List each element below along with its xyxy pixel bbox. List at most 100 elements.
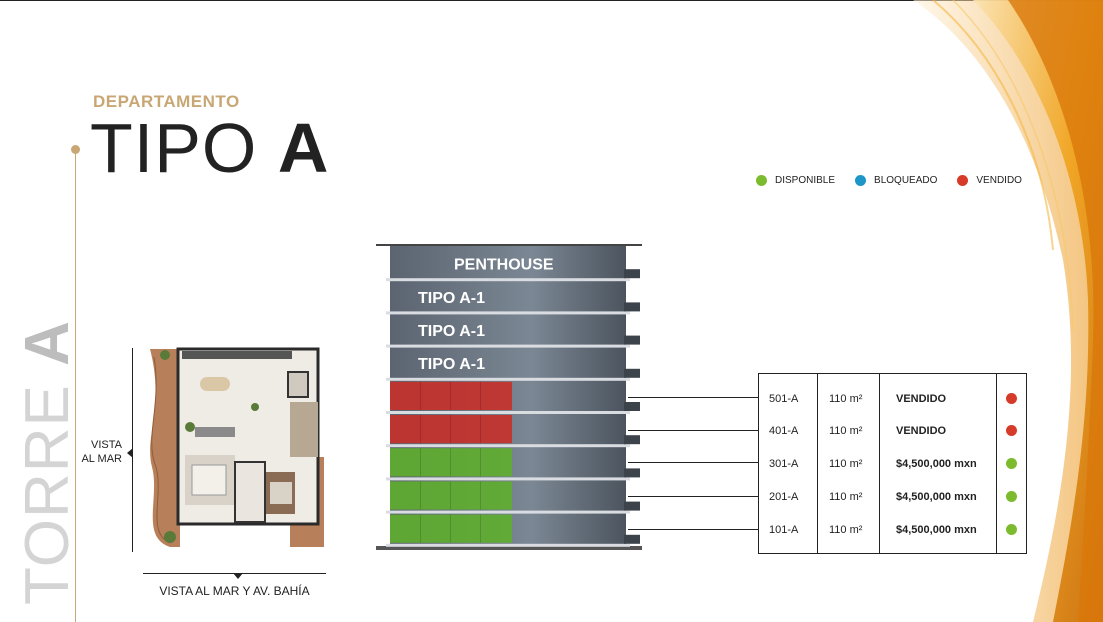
window-mullion [480,415,481,444]
leader-line-501 [628,397,758,398]
floor-label: TIPO A-1 [418,356,485,373]
unit-area: 110 m² [829,490,863,503]
floor-slab [386,377,630,381]
units-table: 501-A 110 m² VENDIDO 401-A 110 m² VENDID… [758,373,1027,554]
plan-bottom-view-label: VISTA AL MAR Y AV. BAHÍA [159,584,310,598]
balcony-railing [624,468,640,478]
window-mullion [420,448,421,477]
gold-dot-marker [71,145,80,154]
legend-dot-icon [855,175,867,186]
leader-line-401 [628,430,758,431]
floor-overlay-sold[interactable] [390,381,512,410]
view-side-line-2: AL MAR [81,453,122,465]
leader-line-101 [628,529,758,530]
title-light: TIPO [90,109,258,187]
view-side-line-1: VISTA [91,439,122,451]
arrow-left-icon [127,448,133,458]
window-mullion [450,381,451,410]
leader-line-301 [628,462,758,463]
floor-slab [386,311,630,315]
table-row: 401-A 110 m² VENDIDO [759,414,1026,447]
unit-number: 201-A [769,490,799,503]
status-dot-icon [1006,491,1017,502]
legend-label: DISPONIBLE [775,175,836,186]
tower-label-light: TORRE [13,384,82,605]
floor-label: PENTHOUSE [454,257,554,274]
table-row: 301-A 110 m² $4,500,000 mxn [759,447,1026,480]
window-mullion [480,448,481,477]
unit-price: VENDIDO [896,392,947,405]
window-mullion [450,415,451,444]
floor-overlay-available[interactable] [390,448,512,477]
floor-slab [386,278,630,282]
title-bold: A [277,109,330,187]
unit-price: $4,500,000 mxn [896,457,977,470]
table-row: 101-A 110 m² $4,500,000 mxn [759,513,1026,546]
window-mullion [480,481,481,510]
balcony-railing [624,402,640,411]
legend-item-available: DISPONIBLE [756,175,835,186]
window-mullion [480,381,481,410]
floor-overlay-available[interactable] [390,481,512,510]
window-mullion [420,481,421,510]
window-mullion [420,381,421,410]
window-mullion [480,514,481,543]
floor-label: TIPO A-1 [418,290,485,307]
status-dot-icon [1006,524,1017,535]
table-divider [879,374,880,553]
floor-slab [386,411,630,414]
page-title: TIPO A [90,108,329,188]
legend-item-blocked: BLOQUEADO [855,175,937,186]
balcony-railing [624,501,640,511]
gold-vertical-line [75,150,76,622]
tower-label-bold: A [13,320,82,366]
legend-dot-icon [756,175,767,186]
window-mullion [420,514,421,543]
floor-overlay-available[interactable] [390,514,512,543]
floor-overlay-sold[interactable] [390,415,512,444]
orange-ribbon-decoration [913,0,1103,622]
floor-label: TIPO A-1 [418,323,485,340]
balcony-railing [624,335,640,345]
balcony-railing [624,302,640,312]
floor-slab [386,543,630,547]
balcony-railing [624,435,640,445]
window-mullion [450,448,451,477]
table-row: 501-A 110 m² VENDIDO [759,382,1026,415]
unit-area: 110 m² [829,424,863,437]
table-divider [817,374,818,553]
legend-dot-icon [957,175,969,186]
unit-number: 101-A [769,523,799,536]
floor-slab [386,344,630,348]
window-mullion [450,481,451,510]
legend-label: BLOQUEADO [874,175,938,186]
unit-area: 110 m² [829,392,863,405]
status-dot-icon [1006,425,1017,436]
balcony-railing [624,368,640,378]
window-mullion [450,514,451,543]
tower-side-label: TORRE A [13,320,82,605]
status-dot-icon [1006,458,1017,469]
unit-area: 110 m² [829,523,863,536]
legend-item-sold: VENDIDO [957,175,1022,186]
floor-slab [386,444,630,448]
unit-number: 301-A [769,457,799,470]
unit-price: VENDIDO [896,424,947,437]
arrow-down-icon [233,573,243,579]
window-mullion [420,415,421,444]
floor-plan-image [150,347,324,547]
unit-number: 501-A [769,392,799,405]
unit-price: $4,500,000 mxn [896,523,977,536]
status-legend: DISPONIBLE BLOQUEADO VENDIDO [756,175,1042,186]
balcony-railing [624,534,640,544]
plan-side-view-label: VISTA AL MAR [72,438,122,466]
balcony-railing [624,269,640,279]
unit-number: 401-A [769,424,799,437]
legend-label: VENDIDO [976,175,1022,186]
top-border-line [0,0,1103,1]
table-row: 201-A 110 m² $4,500,000 mxn [759,480,1026,513]
unit-area: 110 m² [829,457,863,470]
page-subtitle: DEPARTAMENTO [93,92,240,111]
unit-price: $4,500,000 mxn [896,490,977,503]
